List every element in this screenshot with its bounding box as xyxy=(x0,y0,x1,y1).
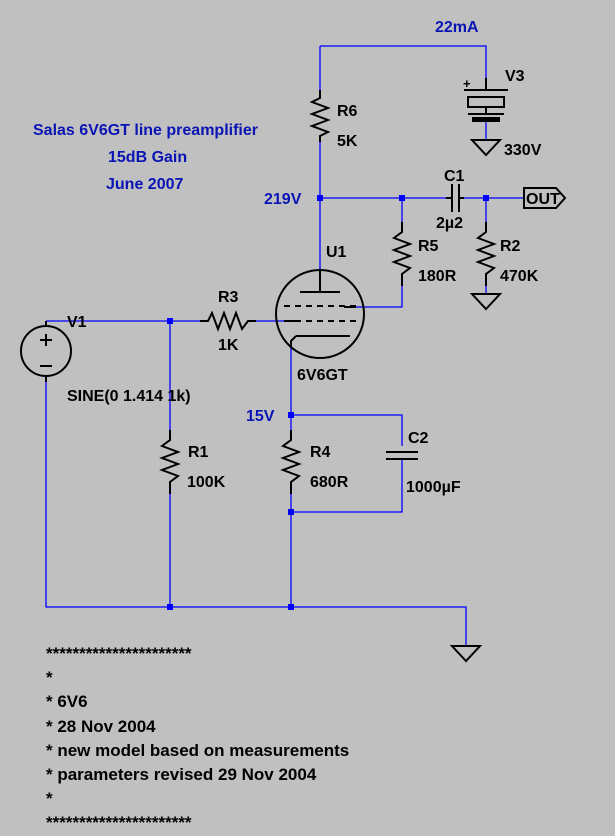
v3-name: V3 xyxy=(505,68,525,85)
spice-line: ********************** xyxy=(46,644,192,663)
wires xyxy=(45,45,524,646)
voltage-source-v1 xyxy=(20,321,72,382)
spice-line: * 6V6 xyxy=(46,692,88,712)
r3-name: R3 xyxy=(218,289,239,306)
output-label: OUT xyxy=(526,191,560,208)
r2-value: 470K xyxy=(500,268,539,285)
r5-name: R5 xyxy=(418,238,439,255)
c1-value: 2µ2 xyxy=(436,215,463,232)
ground-symbol-r2 xyxy=(469,293,503,311)
r5-value: 180R xyxy=(418,268,457,285)
junction-out xyxy=(483,195,489,201)
r4-name: R4 xyxy=(310,444,331,461)
spice-line: * xyxy=(46,789,53,809)
u1-value: 6V6GT xyxy=(297,367,348,384)
supply-current-label: 22mA xyxy=(435,19,479,36)
spice-line: * xyxy=(46,668,53,688)
title-line-2: 15dB Gain xyxy=(108,149,187,166)
r1-name: R1 xyxy=(188,444,209,461)
c2-value: 1000µF xyxy=(406,479,461,496)
junction-r5-top xyxy=(399,195,405,201)
v1-value: SINE(0 1.414 1k) xyxy=(67,388,191,405)
r4-value: 680R xyxy=(310,474,349,491)
resistor-r1 xyxy=(159,430,181,494)
spice-line: ********************** xyxy=(46,813,192,833)
plate-voltage-label: 219V xyxy=(264,191,302,208)
title-line-1: Salas 6V6GT line preamplifier xyxy=(33,122,258,139)
ground-symbol-main xyxy=(449,645,483,663)
cathode-voltage-label: 15V xyxy=(246,408,275,425)
vacuum-tube-u1 xyxy=(275,269,365,359)
svg-text:+: + xyxy=(463,76,471,91)
title-block: Salas 6V6GT line preamplifier 15dB Gain … xyxy=(33,122,258,193)
capacitor-c1 xyxy=(446,184,464,212)
r1-value: 100K xyxy=(187,474,226,491)
spice-model-comment: ********************** * * 6V6 * 28 Nov … xyxy=(46,642,349,836)
u1-name: U1 xyxy=(326,244,347,261)
junction-plate xyxy=(317,195,323,201)
title-line-3: June 2007 xyxy=(106,176,183,193)
resistor-r4 xyxy=(280,430,302,494)
junction-grid xyxy=(167,318,173,324)
c1-name: C1 xyxy=(444,168,465,185)
v1-name: V1 xyxy=(67,314,87,331)
junctions xyxy=(167,195,489,610)
spice-line: * new model based on measurements xyxy=(46,740,350,760)
junction-cathode xyxy=(288,412,294,418)
junction-ground-r4 xyxy=(288,604,294,610)
junction-r4-bottom xyxy=(288,509,294,515)
spice-line: * parameters revised 29 Nov 2004 xyxy=(46,765,317,785)
resistor-r5 xyxy=(391,222,413,286)
r6-name: R6 xyxy=(337,103,358,120)
battery-v3: + xyxy=(463,76,508,122)
capacitor-c2 xyxy=(386,451,418,460)
ground-symbol-v3 xyxy=(469,139,503,157)
resistor-r6 xyxy=(309,90,331,142)
r3-value: 1K xyxy=(218,337,239,354)
r2-name: R2 xyxy=(500,238,521,255)
resistor-r3 xyxy=(200,310,256,332)
junction-ground-r1 xyxy=(167,604,173,610)
resistor-r2 xyxy=(475,222,497,286)
spice-line: * 28 Nov 2004 xyxy=(46,716,156,736)
r6-value: 5K xyxy=(337,133,358,150)
output-port xyxy=(523,187,567,209)
v3-value: 330V xyxy=(504,142,542,159)
c2-name: C2 xyxy=(408,430,429,447)
